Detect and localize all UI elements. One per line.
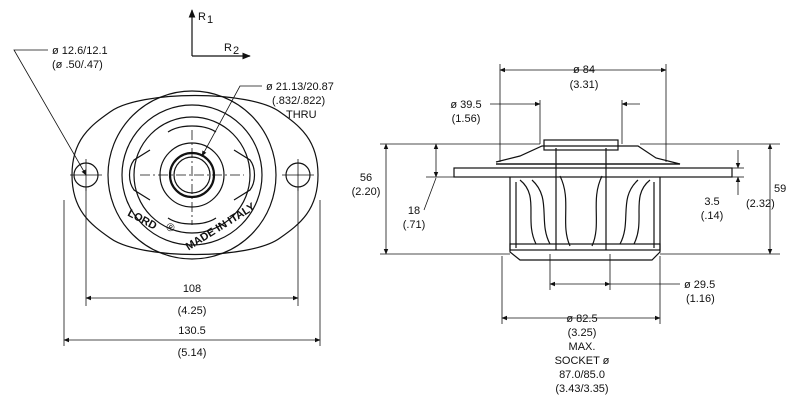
- flange-h-mm: 18: [408, 205, 420, 217]
- brand-lord: LORD: [126, 207, 159, 232]
- bore-dia-mm: ø 21.13/20.87: [266, 81, 334, 93]
- top-dia-in: (3.31): [570, 79, 599, 91]
- total-h-in: (2.32): [746, 198, 775, 210]
- bore-leader: [201, 85, 262, 157]
- hole-dia-in: (ø .50/.47): [52, 59, 103, 71]
- base-plate: [509, 243, 661, 251]
- inner-dia-mm: ø 39.5: [450, 99, 481, 111]
- r1-label: R: [198, 11, 206, 23]
- upper-cap: [495, 145, 681, 165]
- top-view: LORD ® MADE IN ITALY R 1 R 2 ø 12.6/12.1…: [13, 9, 334, 359]
- hole-leader: [13, 49, 87, 176]
- r2-subscript: 2: [233, 45, 239, 57]
- rubber-lobe-center: [559, 175, 603, 247]
- top-tube: [543, 139, 619, 151]
- overall-len-mm: 130.5: [178, 325, 206, 337]
- height-mm: 56: [360, 172, 372, 184]
- hole-dia-mm: ø 12.6/12.1: [52, 45, 108, 57]
- inner-dia-in: (1.56): [452, 113, 481, 125]
- lobe-top: [167, 125, 217, 133]
- outer-ring: [107, 90, 277, 260]
- socket-dia-in: (3.43/3.35): [555, 383, 608, 395]
- body-outline: [509, 177, 661, 261]
- base-dia-mm: ø 82.5: [566, 313, 597, 325]
- made-in-italy: MADE IN ITALY: [184, 201, 258, 254]
- r2-label: R: [224, 42, 232, 54]
- bottom-bore-in: (1.16): [686, 293, 715, 305]
- side-view: ø 84 (3.31) ø 39.5 (1.56) 56 (2.20) 18 (…: [352, 64, 786, 395]
- total-h-mm: 59: [774, 183, 786, 195]
- mount-flange-outline: [71, 94, 319, 256]
- lobe-right: [233, 149, 256, 201]
- rubber-lobe-left: [519, 179, 551, 245]
- rubber-ring: [121, 104, 263, 246]
- overall-len-in: (5.14): [178, 347, 207, 359]
- center-dist-mm: 108: [183, 283, 201, 295]
- socket-max: MAX.: [569, 341, 596, 353]
- flange-h-in: (.71): [403, 219, 426, 231]
- height-in: (2.20): [352, 186, 381, 198]
- inner-ring: [133, 116, 251, 234]
- socket-dia-mm: 87.0/85.0: [559, 369, 605, 381]
- base-dia-in: (3.25): [568, 327, 597, 339]
- brand-registered: ®: [164, 221, 177, 235]
- r1-subscript: 1: [207, 14, 213, 26]
- rubber-lobe-right: [619, 179, 651, 245]
- origin-embossing: MADE IN ITALY: [184, 201, 258, 254]
- bore-thru-note: THRU: [286, 109, 317, 121]
- plate-t-in: (.14): [701, 210, 724, 222]
- bottom-bore-mm: ø 29.5: [684, 279, 715, 291]
- bore-dia-in: (.832/.822): [272, 95, 325, 107]
- flange-h-leader: [423, 177, 437, 211]
- mounting-plate: [453, 167, 733, 178]
- socket-label: SOCKET ø: [555, 355, 610, 367]
- top-dia-mm: ø 84: [573, 64, 595, 76]
- plate-t-mm: 3.5: [704, 196, 719, 208]
- lobe-left: [128, 149, 151, 201]
- center-dist-in: (4.25): [178, 305, 207, 317]
